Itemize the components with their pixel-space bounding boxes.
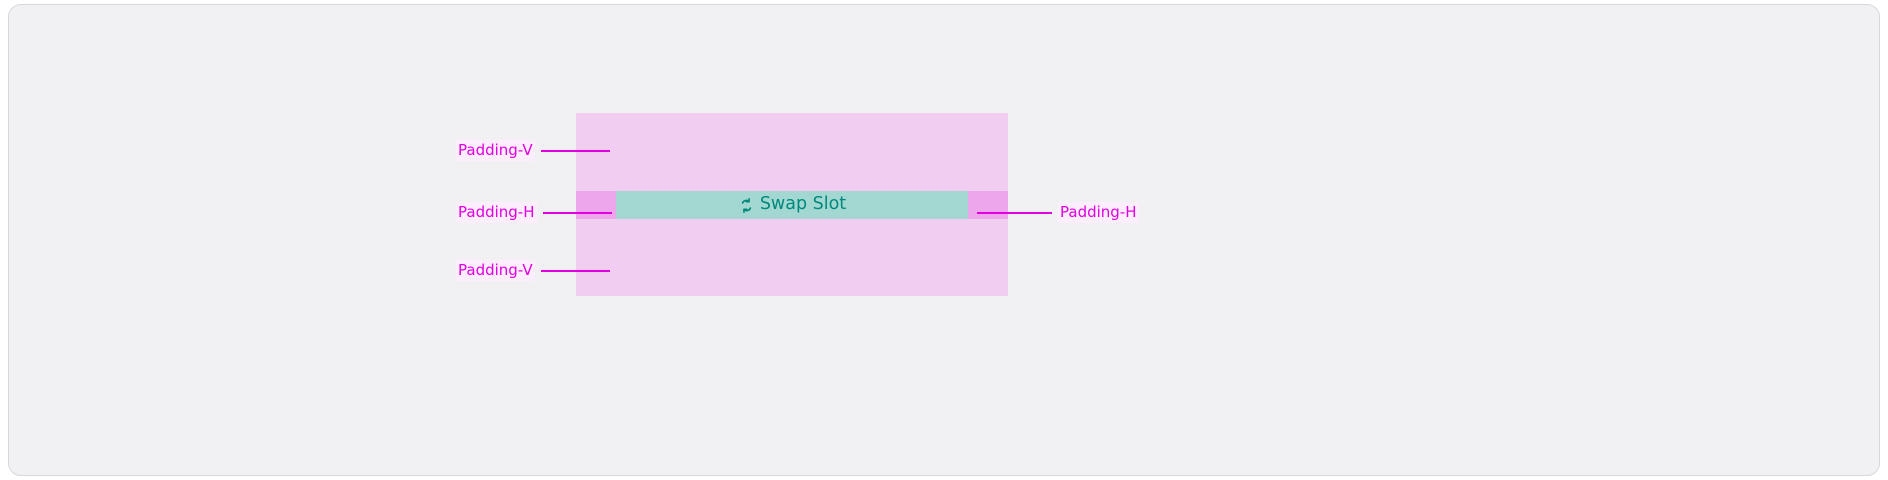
annotation-padding-v-top-label: Padding-V (456, 140, 535, 161)
swap-slot[interactable]: Swap Slot (616, 191, 968, 219)
annotation-padding-v-top: Padding-V (456, 140, 610, 161)
padding-h-right-swatch (968, 191, 1008, 219)
leader-line (540, 149, 610, 152)
leader-line (977, 211, 1052, 214)
annotation-padding-v-bottom-label: Padding-V (456, 260, 535, 281)
annotation-padding-h-left-label: Padding-H (456, 202, 537, 223)
annotation-padding-v-bottom: Padding-V (456, 260, 610, 281)
swap-repeat-icon (738, 197, 755, 214)
annotation-padding-h-right-label: Padding-H (1058, 202, 1139, 223)
leader-line (540, 269, 610, 272)
annotation-padding-h-left: Padding-H (456, 202, 612, 223)
page-card: Swap Slot Padding-V Padding-H Padding-V … (8, 4, 1880, 476)
padding-h-left-swatch (576, 191, 616, 219)
padding-box: Swap Slot (576, 113, 1008, 296)
annotation-padding-h-right: Padding-H (977, 202, 1139, 223)
leader-line (542, 211, 612, 214)
swap-slot-label: Swap Slot (759, 194, 847, 215)
slot-row: Swap Slot (576, 191, 1008, 219)
